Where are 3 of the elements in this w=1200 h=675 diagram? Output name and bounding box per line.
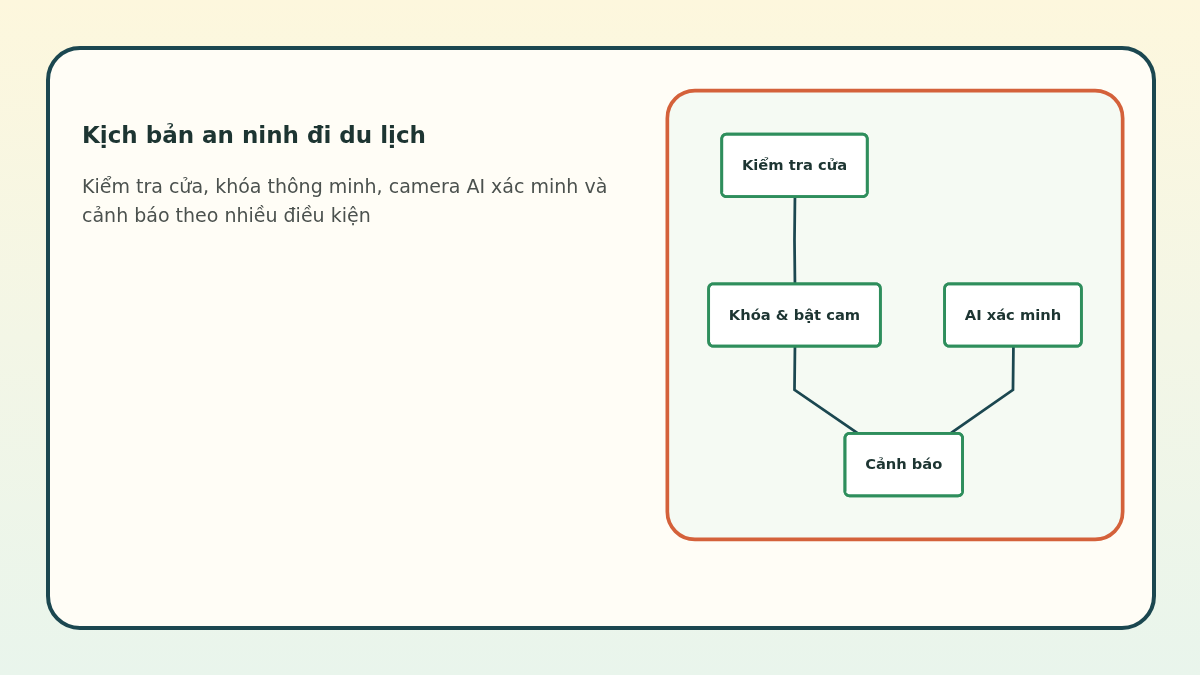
cluster xyxy=(665,88,1125,542)
title: Kịch bản an ninh đi du lịch xyxy=(82,122,426,148)
caption: Kiểm tra cửa, khóa thông minh, camera AI xác minh và cảnh báo theo nhiều điều kiện xyxy=(82,174,609,228)
